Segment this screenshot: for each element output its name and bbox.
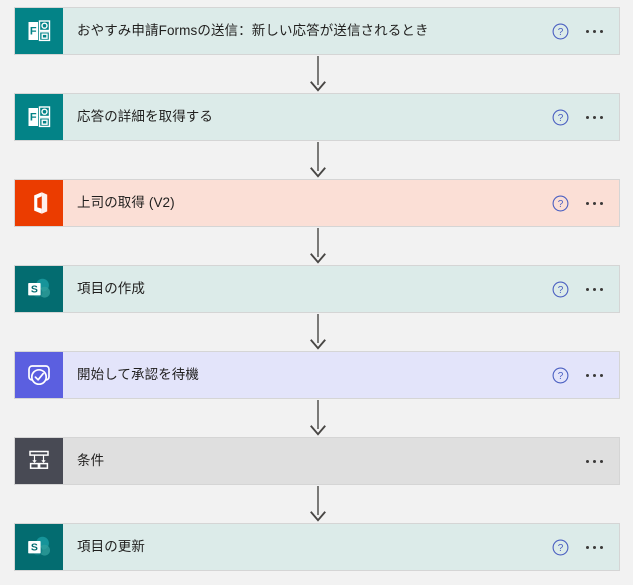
flow-step-actions: ? <box>547 190 611 216</box>
microsoft-forms-icon: F <box>15 8 63 54</box>
flow-step-actions: ? <box>547 362 611 388</box>
flow-step-body[interactable]: 応答の詳細を取得する ? <box>63 94 619 140</box>
svg-text:?: ? <box>557 27 563 38</box>
flow-step-title: おやすみ申請Formsの送信：新しい応答が送信されるとき <box>77 22 429 38</box>
sharepoint-icon: S <box>15 266 63 312</box>
svg-text:?: ? <box>557 113 563 124</box>
flow-step-card-create-item[interactable]: S 項目の作成 ? <box>14 265 620 313</box>
flow-step-actions: ? <box>547 276 611 302</box>
flow-step-title: 項目の更新 <box>77 538 145 554</box>
more-options-icon[interactable] <box>577 534 611 560</box>
flow-step-card-update-item[interactable]: S 項目の更新 ? <box>14 523 620 571</box>
connector-arrow-6 <box>303 486 333 523</box>
flow-step-body[interactable]: 項目の更新 ? <box>63 524 619 570</box>
connector-arrow-5 <box>303 400 333 437</box>
flow-step-title: 開始して承認を待機 <box>77 366 199 382</box>
flow-step-card-condition[interactable]: 条件 <box>14 437 620 485</box>
flow-step-body[interactable]: 上司の取得 (V2) ? <box>63 180 619 226</box>
condition-icon <box>15 438 63 484</box>
svg-text:?: ? <box>557 371 563 382</box>
more-options-icon[interactable] <box>577 104 611 130</box>
more-options-icon[interactable] <box>577 276 611 302</box>
more-options-icon[interactable] <box>577 362 611 388</box>
connector-arrow-1 <box>303 56 333 93</box>
flow-step-body[interactable]: 開始して承認を待機 ? <box>63 352 619 398</box>
svg-text:?: ? <box>557 285 563 296</box>
approvals-icon <box>15 352 63 398</box>
more-options-icon[interactable] <box>577 448 611 474</box>
flow-step-actions <box>577 448 611 474</box>
connector-arrow-2 <box>303 142 333 179</box>
flow-step-body[interactable]: 項目の作成 ? <box>63 266 619 312</box>
flow-step-title: 条件 <box>77 452 105 468</box>
flow-step-card-forms-trigger[interactable]: F おやすみ申請Formsの送信：新しい応答が送信されるとき ? <box>14 7 620 55</box>
office-365-users-icon <box>15 180 63 226</box>
flow-step-body[interactable]: 条件 <box>63 438 619 484</box>
flow-step-card-get-response-details[interactable]: F 応答の詳細を取得する ? <box>14 93 620 141</box>
connector-arrow-3 <box>303 228 333 265</box>
help-circle-icon[interactable]: ? <box>547 190 573 216</box>
flow-step-title: 上司の取得 (V2) <box>77 194 175 210</box>
flow-step-title: 項目の作成 <box>77 280 145 296</box>
more-options-icon[interactable] <box>577 190 611 216</box>
svg-text:?: ? <box>557 199 563 210</box>
flow-step-actions: ? <box>547 104 611 130</box>
sharepoint-icon: S <box>15 524 63 570</box>
flow-step-body[interactable]: おやすみ申請Formsの送信：新しい応答が送信されるとき ? <box>63 8 619 54</box>
svg-text:S: S <box>31 284 38 296</box>
help-circle-icon[interactable]: ? <box>547 104 573 130</box>
svg-text:?: ? <box>557 543 563 554</box>
flow-step-actions: ? <box>547 534 611 560</box>
flow-step-card-start-and-wait-for-approval[interactable]: 開始して承認を待機 ? <box>14 351 620 399</box>
svg-text:F: F <box>30 111 37 123</box>
svg-text:F: F <box>30 25 37 37</box>
flow-step-title: 応答の詳細を取得する <box>77 108 213 124</box>
help-circle-icon[interactable]: ? <box>547 276 573 302</box>
connector-arrow-4 <box>303 314 333 351</box>
flow-step-card-get-manager-v2[interactable]: 上司の取得 (V2) ? <box>14 179 620 227</box>
more-options-icon[interactable] <box>577 18 611 44</box>
microsoft-forms-icon: F <box>15 94 63 140</box>
help-circle-icon[interactable]: ? <box>547 18 573 44</box>
help-circle-icon[interactable]: ? <box>547 534 573 560</box>
help-circle-icon[interactable]: ? <box>547 362 573 388</box>
svg-text:S: S <box>31 542 38 554</box>
flow-step-actions: ? <box>547 18 611 44</box>
